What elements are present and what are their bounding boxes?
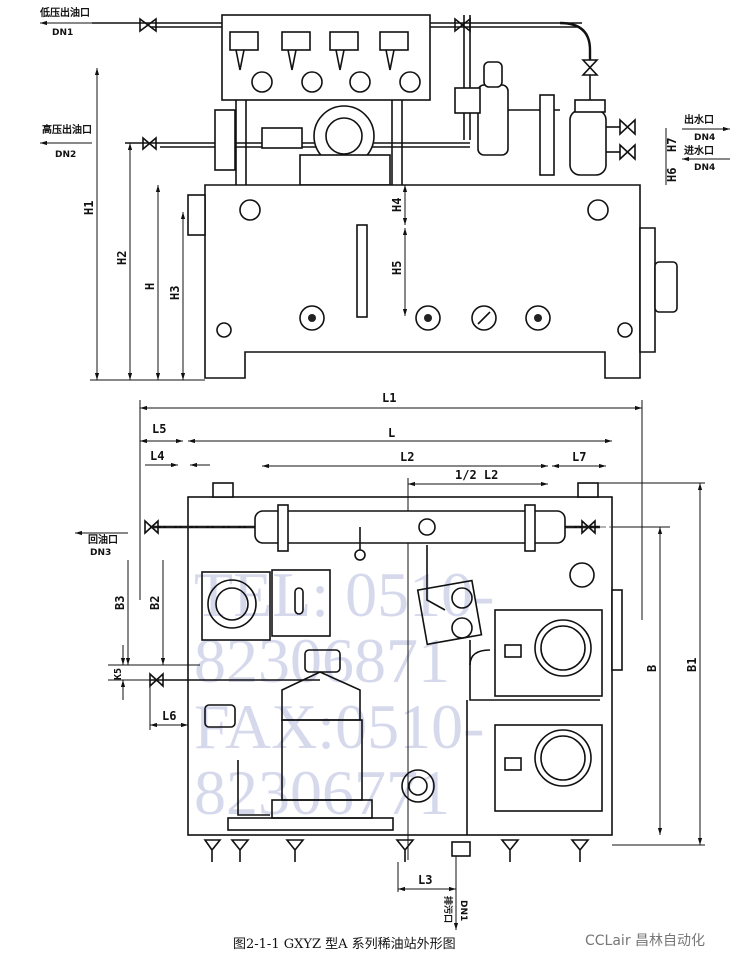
thermometer-gauge — [471, 305, 497, 331]
dim-l3: L3 — [418, 873, 432, 887]
support-feet — [203, 839, 590, 862]
base-frame — [187, 496, 613, 836]
pressure-gauges — [251, 71, 421, 93]
centrifugal-separator — [271, 649, 373, 819]
dim-b1: B1 — [685, 658, 699, 672]
dim-h1: H1 — [82, 201, 96, 215]
valve-icon — [619, 118, 636, 136]
dim-k5: K5 — [113, 668, 124, 680]
elevation-view: 低压出油口 DN1 高压出油口 DN2 — [39, 6, 730, 381]
dim-b: B — [645, 665, 659, 672]
plate-cooler — [254, 510, 566, 544]
valve-icon — [581, 519, 596, 535]
dim-h6: H6 — [665, 168, 679, 182]
water-outlet-size: DN4 — [694, 133, 715, 143]
dim-l1: L1 — [382, 391, 396, 405]
valve-icon — [142, 136, 157, 151]
cooler — [569, 109, 607, 176]
plan-view: L1 L5 L L4 L2 1/2 L2 L7 回油口 DN3 — [75, 391, 705, 930]
dim-half-l2: 1/2 L2 — [455, 468, 498, 482]
motor-box — [201, 571, 271, 641]
dim-l5: L5 — [152, 422, 166, 436]
water-outlet-label: 出水口 — [684, 113, 714, 126]
valve-icon — [139, 17, 157, 33]
dim-l7: L7 — [572, 450, 586, 464]
high-pressure-outlet-size: DN2 — [55, 150, 76, 160]
pressure-gauge — [401, 769, 435, 803]
water-inlet-size: DN4 — [694, 163, 715, 173]
dim-h2: H2 — [115, 251, 129, 265]
dim-b2: B2 — [148, 596, 162, 610]
dim-h3: H3 — [168, 286, 182, 300]
drain-outlet-label: 排污口 — [442, 896, 454, 923]
dim-l4: L4 — [150, 449, 164, 463]
pump-assembly-1 — [494, 609, 603, 697]
low-pressure-outlet-size: DN1 — [52, 28, 73, 38]
water-inlet-label: 进水口 — [684, 144, 714, 157]
return-inlet-label: 回油口 — [88, 533, 118, 546]
valve-icon — [619, 143, 636, 161]
oil-tank — [204, 184, 641, 379]
tank-ports — [216, 199, 633, 338]
brand-watermark: CCLair 昌林自动化 — [585, 933, 705, 949]
high-pressure-outlet-label: 高压出油口 — [42, 123, 92, 136]
pump-assembly-2 — [494, 724, 603, 812]
dim-b3: B3 — [113, 596, 127, 610]
gear-pump — [416, 579, 483, 646]
return-inlet-size: DN3 — [90, 548, 111, 558]
valve-icon — [144, 519, 159, 535]
low-pressure-outlet-label: 低压出油口 — [39, 6, 90, 19]
dim-l: L — [388, 426, 395, 440]
dim-l6: L6 — [162, 709, 176, 723]
valve-icon — [581, 59, 599, 76]
drain-outlet-size: DN1 — [458, 900, 468, 921]
dim-h7: H7 — [665, 138, 679, 152]
dim-h4: H4 — [390, 198, 404, 212]
dim-h5: H5 — [390, 261, 404, 275]
valve-icon — [454, 17, 471, 33]
dim-h: H — [143, 283, 157, 290]
valve-icon — [149, 672, 164, 688]
filter — [477, 84, 509, 156]
figure-caption: 图2-1-1 GXYZ 型A 系列稀油站外形图 — [233, 937, 456, 952]
dim-l2: L2 — [400, 450, 414, 464]
oil-level-sight-glass — [356, 224, 368, 318]
solenoid-valves — [229, 31, 409, 71]
